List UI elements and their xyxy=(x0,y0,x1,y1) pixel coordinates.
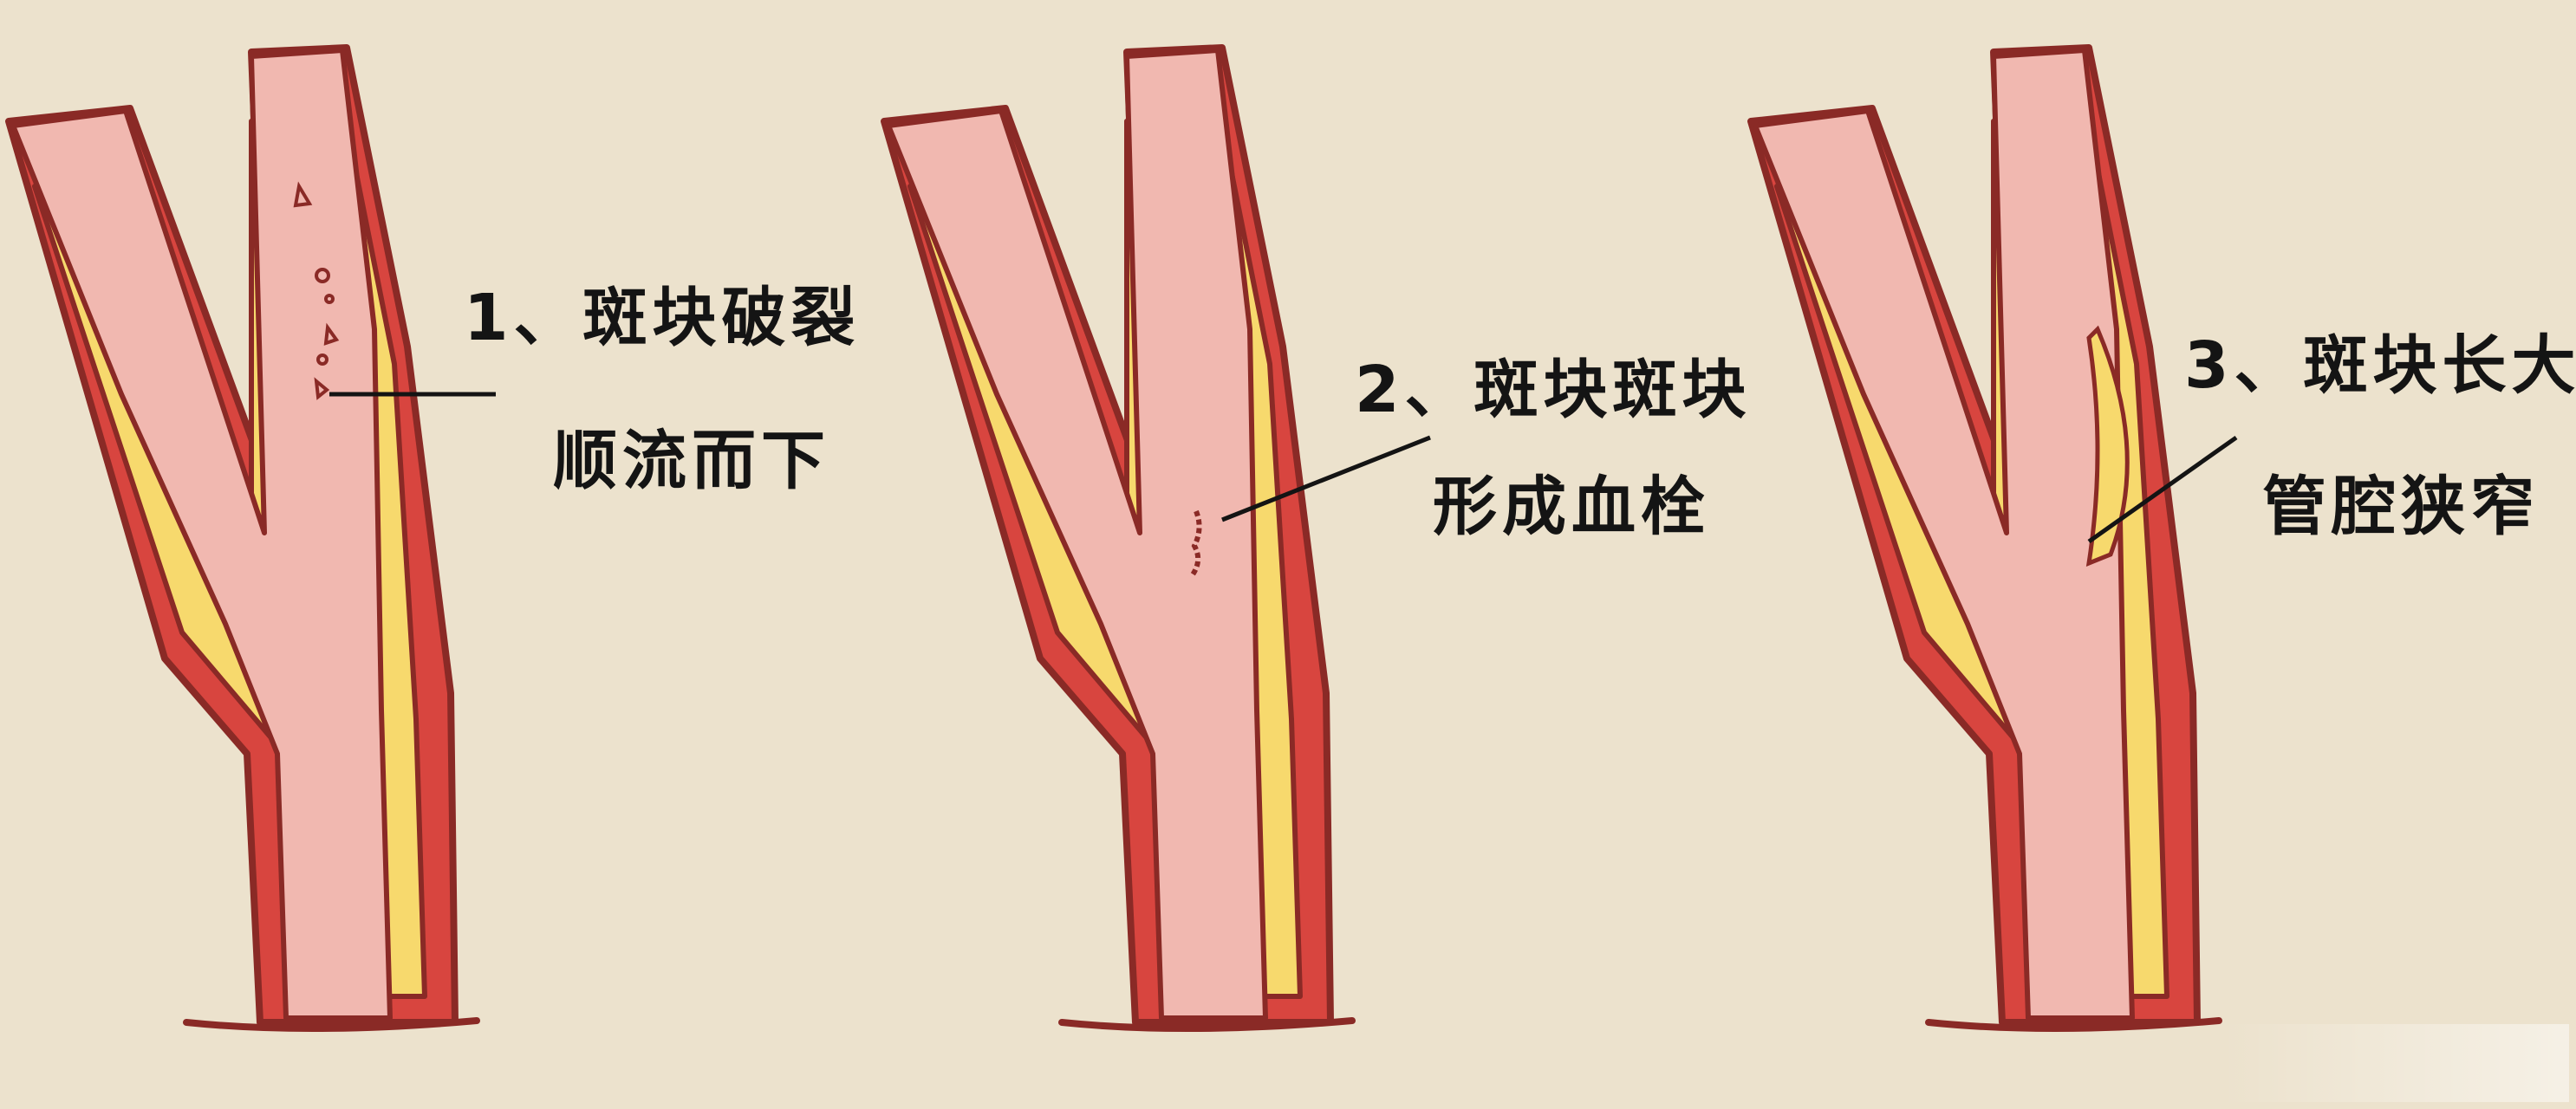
vessel-illustration xyxy=(0,0,496,1109)
panel-1-label-line1: 1、斑块破裂 xyxy=(464,281,861,355)
panel-2-label-line2: 形成血栓 xyxy=(1433,470,1710,544)
pointer-line xyxy=(2087,435,2238,544)
panel-3: 3、斑块长大 管腔狭窄 xyxy=(1742,0,2576,1109)
plaque-fragments xyxy=(293,181,340,400)
panel-2: 2、斑块斑块 形成血栓 xyxy=(875,0,1747,1109)
panel-2-label-line1: 2、斑块斑块 xyxy=(1355,353,1752,427)
panel-1: 1、斑块破裂 顺流而下 xyxy=(0,0,858,1109)
pointer-line xyxy=(1221,435,1431,522)
panel-3-label-line1: 3、斑块长大 xyxy=(2184,328,2576,403)
panel-1-label-line2: 顺流而下 xyxy=(553,424,830,498)
panel-3-label-line2: 管腔狭窄 xyxy=(2262,470,2540,544)
vessel-illustration xyxy=(875,0,1431,1109)
watermark xyxy=(2222,1024,2569,1102)
vessel-illustration xyxy=(1742,0,2238,1109)
thrombus xyxy=(1188,509,1202,579)
enlarged-plaque xyxy=(2085,325,2130,567)
